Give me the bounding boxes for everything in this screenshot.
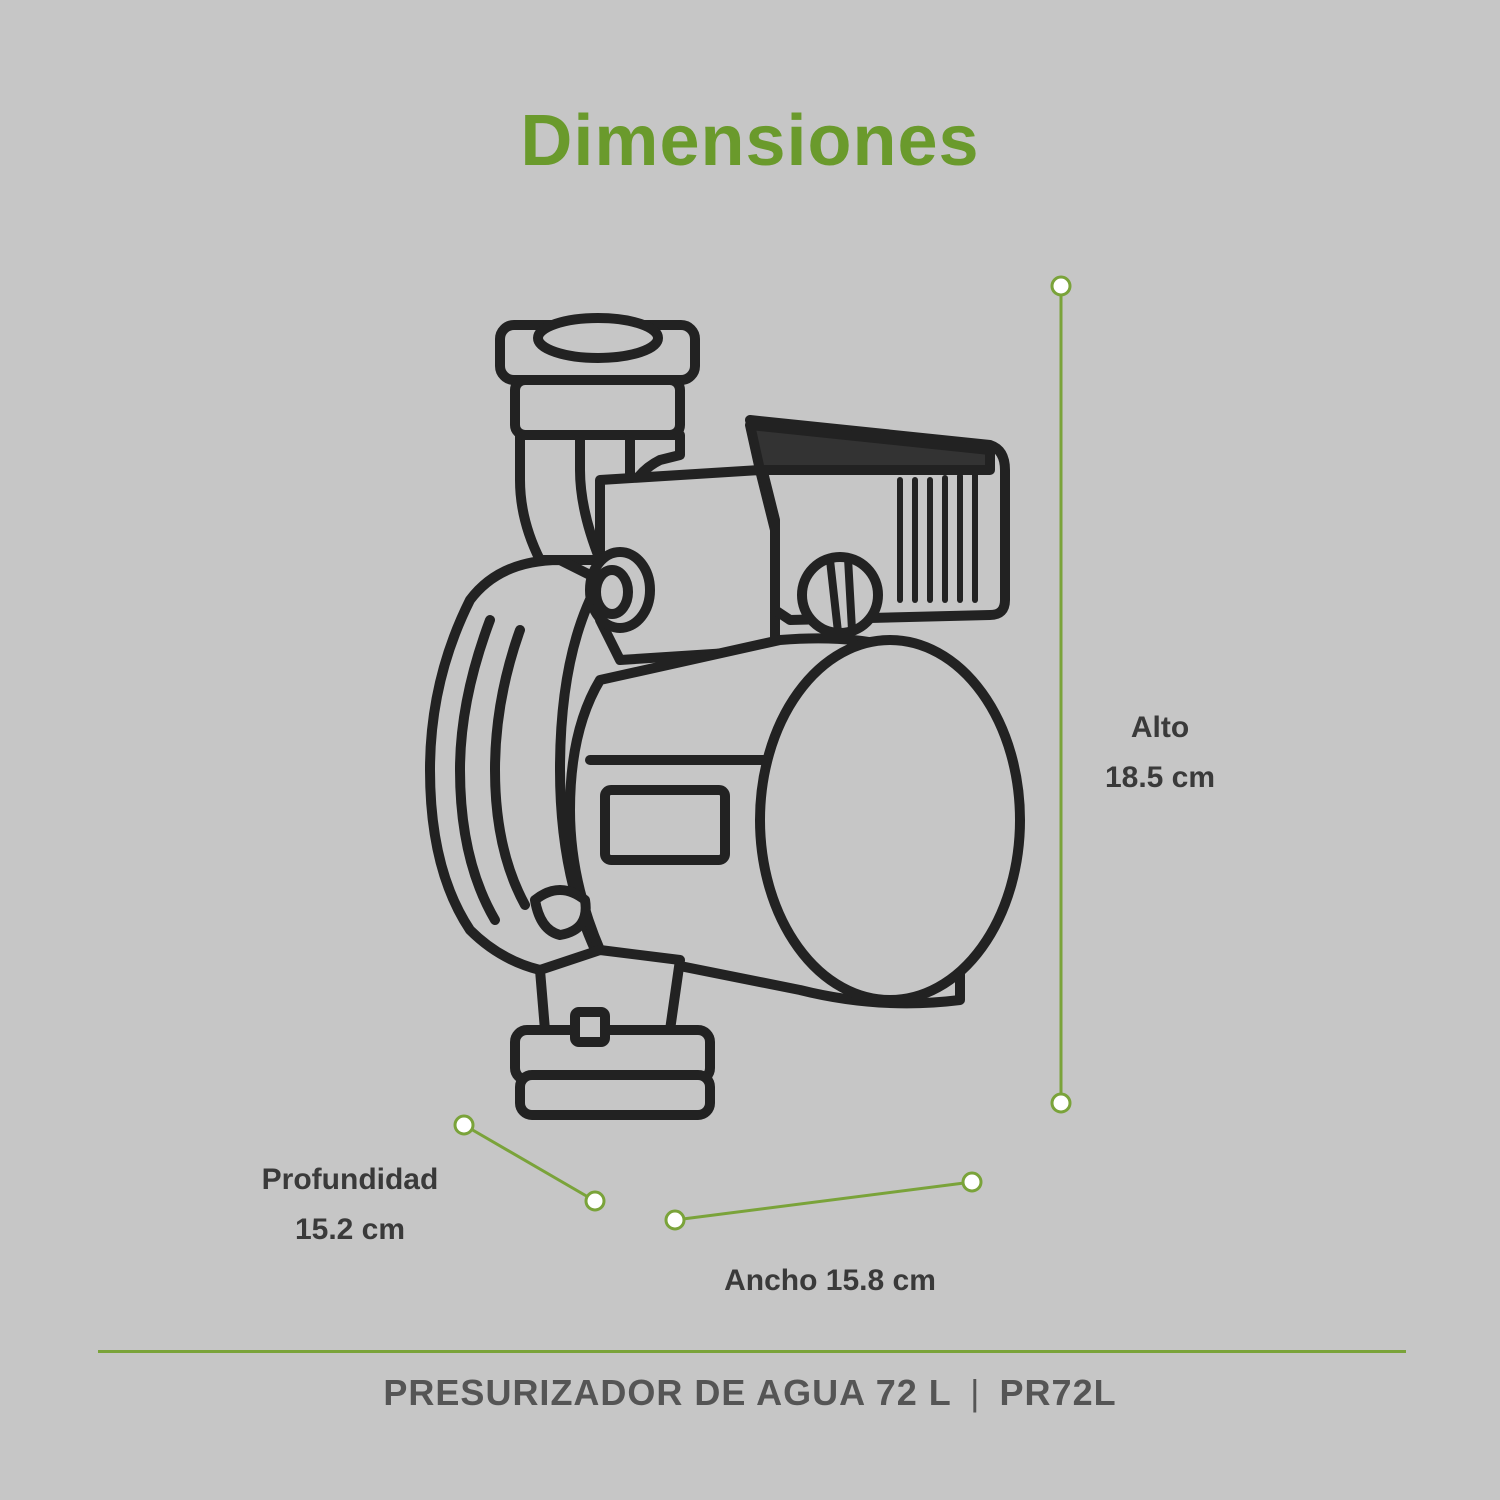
product-model: PR72L xyxy=(999,1372,1117,1413)
product-name: PRESURIZADOR DE AGUA 72 L xyxy=(383,1372,952,1413)
width-dimension-line xyxy=(664,1171,983,1231)
page-title: Dimensiones xyxy=(520,101,980,181)
height-label-value: 18.5 cm xyxy=(1104,761,1216,794)
height-label: Alto 18.5 cm xyxy=(1080,703,1240,803)
width-label-name: Ancho xyxy=(724,1264,826,1297)
width-label: Ancho 15.8 cm xyxy=(680,1256,980,1306)
depth-label: Profundidad 15.2 cm xyxy=(230,1155,470,1255)
depth-dimension-line xyxy=(453,1114,606,1212)
footer-divider xyxy=(98,1350,1406,1353)
product-separator: | xyxy=(970,1372,981,1413)
depth-label-name: Profundidad xyxy=(261,1163,439,1196)
product-footer: PRESURIZADOR DE AGUA 72 L | PR72L xyxy=(0,1372,1500,1414)
height-label-name: Alto xyxy=(1130,711,1190,744)
water-pump-illustration xyxy=(425,313,1025,1120)
depth-label-value: 15.2 cm xyxy=(294,1213,406,1246)
height-dimension-line xyxy=(1050,275,1072,1114)
width-label-value: 15.8 cm xyxy=(825,1264,936,1297)
